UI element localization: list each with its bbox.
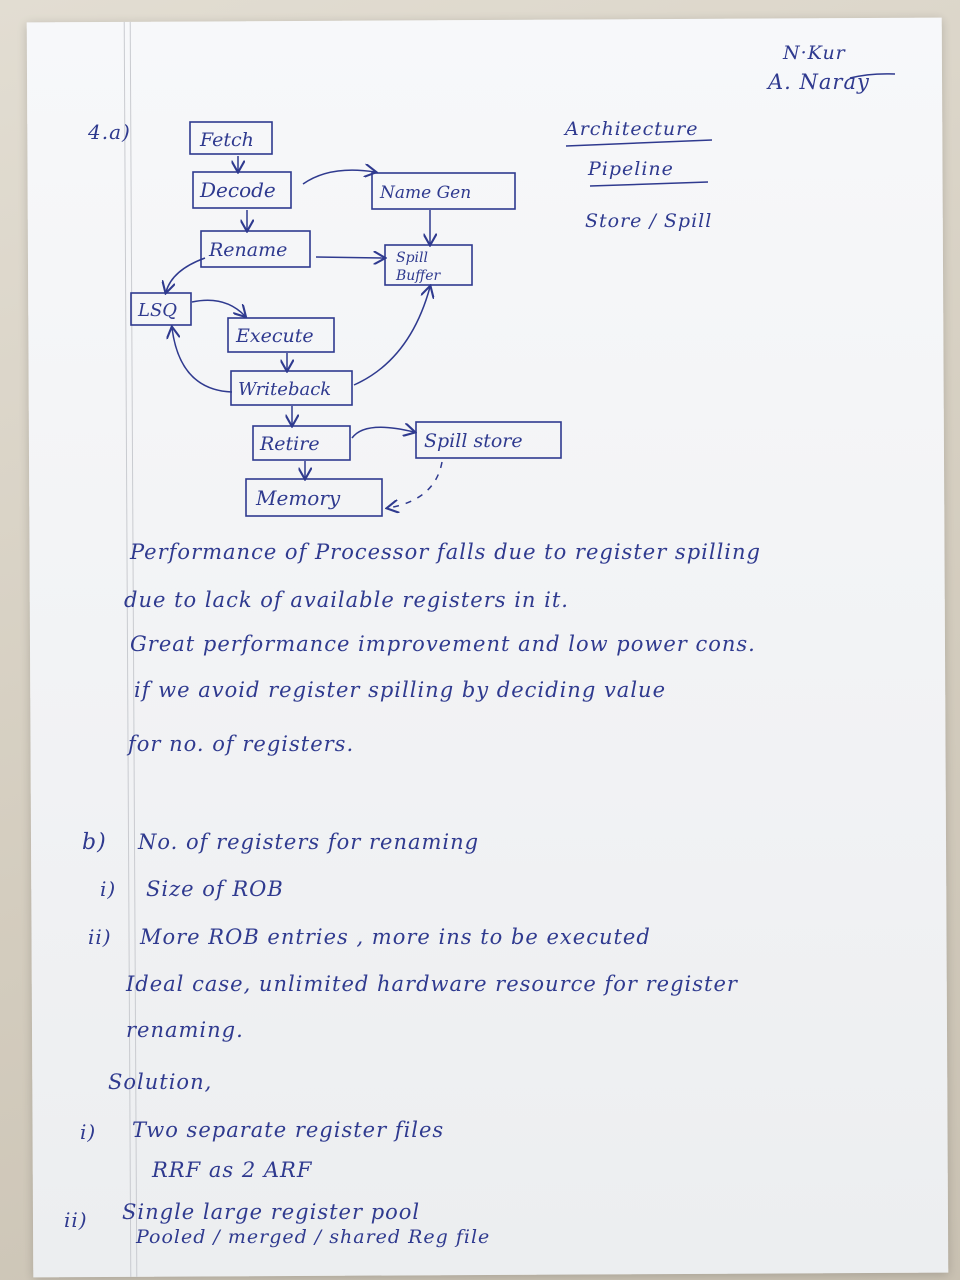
part-a-line-3: Great performance improvement and low po… bbox=[130, 632, 756, 656]
arrow-lsq-execute bbox=[191, 299, 245, 316]
lsq-label: LSQ bbox=[137, 300, 177, 321]
part-a-line-4: if we avoid register spilling by decidin… bbox=[134, 678, 666, 702]
arrow-rename-spillbuffer bbox=[315, 257, 384, 258]
name-gen-label: Name Gen bbox=[379, 183, 471, 203]
part-b-ideal-line-1: Ideal case, unlimited hardware resource … bbox=[126, 972, 738, 996]
name-gen-box bbox=[371, 172, 516, 210]
rename-box bbox=[200, 230, 311, 268]
list-marker-ii: ii) bbox=[88, 925, 112, 949]
part-a-line-5: for no. of registers. bbox=[128, 732, 355, 756]
solution-heading: Solution, bbox=[108, 1070, 213, 1094]
writeback-label: Writeback bbox=[238, 379, 331, 400]
decode-label: Decode bbox=[199, 178, 276, 202]
spill-store-label: Spill store bbox=[424, 430, 523, 452]
list-marker-i: i) bbox=[100, 877, 117, 901]
part-a-line-1: Performance of Processor falls due to re… bbox=[130, 540, 761, 564]
topic-pipeline: Pipeline bbox=[588, 158, 674, 180]
lsq-box bbox=[130, 292, 192, 326]
arrow-decode-namegen bbox=[302, 170, 375, 185]
rename-label: Rename bbox=[208, 239, 287, 261]
part-b-item-i: Size of ROB bbox=[146, 877, 284, 901]
question-b-label: b) bbox=[82, 830, 107, 855]
spill-buffer-label-1: Spill bbox=[396, 250, 428, 266]
part-b-heading: No. of registers for renaming bbox=[138, 830, 480, 854]
execute-box bbox=[227, 317, 335, 353]
author-line-2: A. Naray bbox=[768, 70, 870, 94]
fetch-label: Fetch bbox=[199, 129, 254, 151]
topic-store-spill: Store / Spill bbox=[585, 210, 713, 232]
arrow-rename-lsq bbox=[166, 257, 206, 292]
part-b-item-ii: More ROB entries , more ins to be execut… bbox=[140, 925, 651, 949]
solution-item-i-detail: RRF as 2 ARF bbox=[152, 1158, 313, 1182]
arrow-writeback-lsq bbox=[172, 328, 233, 393]
solution-item-i: Two separate register files bbox=[132, 1118, 445, 1142]
spill-store-box bbox=[415, 421, 562, 459]
fetch-box bbox=[189, 121, 273, 155]
retire-label: Retire bbox=[259, 433, 320, 455]
solution-marker-i: i) bbox=[80, 1120, 97, 1144]
arrow-writeback-spillbuffer bbox=[353, 287, 430, 386]
memory-box bbox=[245, 478, 383, 517]
execute-label: Execute bbox=[235, 325, 314, 347]
topic-architecture: Architecture bbox=[565, 118, 699, 140]
arrow-spillstore-memory bbox=[388, 461, 443, 508]
solution-marker-ii: ii) bbox=[64, 1208, 88, 1232]
arrow-retire-spillstore bbox=[351, 427, 414, 439]
part-a-line-2: due to lack of available registers in it… bbox=[124, 588, 569, 612]
author-line-1: N·Kur bbox=[783, 42, 846, 64]
retire-box bbox=[252, 425, 351, 461]
part-b-ideal-line-2: renaming. bbox=[126, 1018, 244, 1042]
question-a-label: 4.a) bbox=[88, 120, 131, 144]
solution-item-ii: Single large register pool bbox=[122, 1200, 421, 1224]
spill-buffer-label-2: Buffer bbox=[395, 268, 442, 284]
memory-label: Memory bbox=[255, 486, 341, 510]
solution-item-ii-detail: Pooled / merged / shared Reg file bbox=[136, 1226, 491, 1248]
